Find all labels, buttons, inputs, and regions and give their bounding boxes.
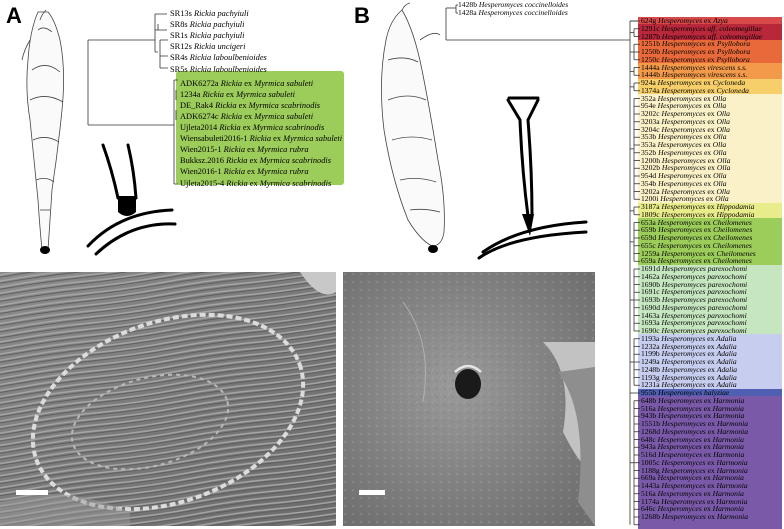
panel-a-tree <box>88 14 178 184</box>
rickia-foot <box>40 246 50 254</box>
panel-b-tree <box>446 5 640 525</box>
rickia-drawing <box>22 10 64 250</box>
hesperomyces-foot <box>428 245 438 253</box>
panel-b-haustorium <box>479 98 586 258</box>
hesperomyces-drawing <box>381 3 444 246</box>
